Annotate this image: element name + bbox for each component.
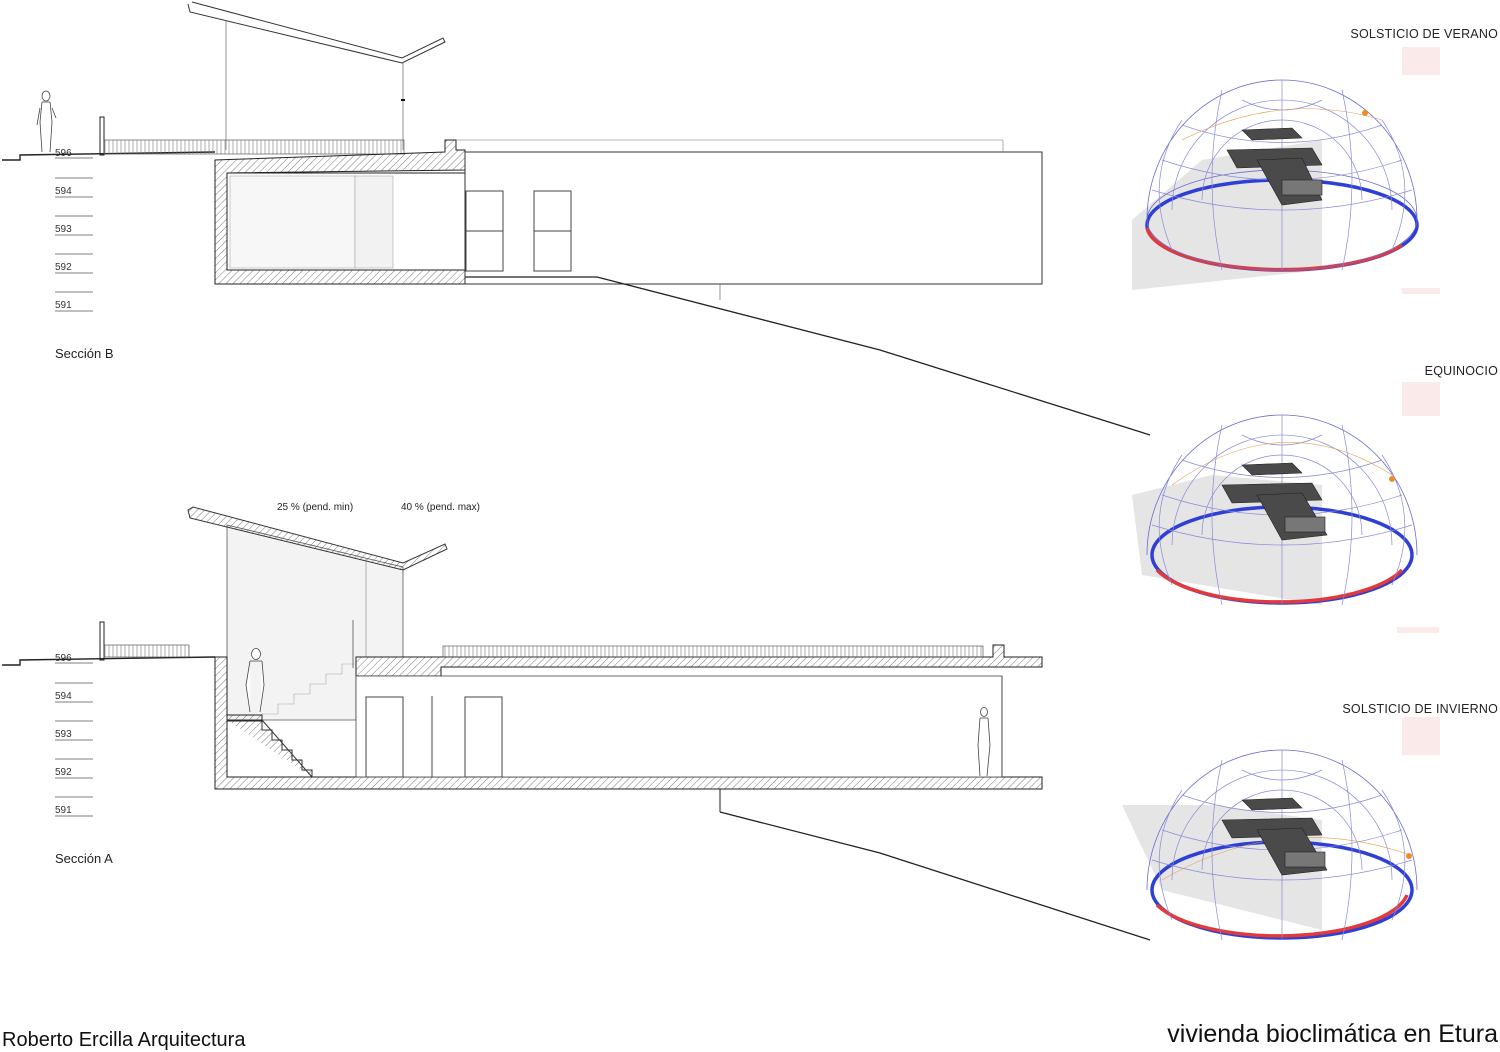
section-b-level-ticks [55,157,93,312]
section-b-title: Sección B [55,346,114,361]
section-b-terrain-slope [465,276,1151,436]
section-b-parapet-post [99,116,105,156]
section-b-level-593: 593 [55,224,72,235]
section-a-title: Sección A [55,851,113,866]
section-a-terrain-slope [719,811,1151,941]
section-a-stair [227,719,313,777]
section-a-mid-slab [226,714,263,722]
section-b-person-figure [36,90,57,153]
section-b-railing [103,139,405,155]
equinox-building [1221,462,1328,541]
footer-project-title: vivienda bioclimática en Etura [1167,1020,1498,1048]
sun-label-equinox: EQUINOCIO [1424,364,1498,378]
section-a-level-596: 596 [55,653,72,664]
section-a-level-592: 592 [55,767,72,778]
footer-author: Roberto Ercilla Arquitectura [2,1029,246,1051]
sun-label-winter: SOLSTICIO DE INVIERNO [1342,702,1498,716]
section-a-level-593: 593 [55,729,72,740]
section-b-level-594: 594 [55,186,72,197]
slope-min-label: 25 % (pend. min) [277,502,354,513]
section-a-terrain-left [2,656,216,666]
section-a-level-ticks [55,662,93,817]
section-b-main-volume [464,151,1043,285]
summer-building [1226,127,1323,206]
section-a-level-594: 594 [55,691,72,702]
section-a-drawing [2,506,1151,941]
section-a-door-2 [464,696,503,778]
section-b-roof [187,1,446,64]
section-a-person-figure-1 [245,648,265,713]
section-b-level-592: 592 [55,262,72,273]
section-a-green-roof [442,645,984,658]
section-a-railing [103,644,190,658]
section-a-door-1 [365,696,404,778]
section-a-structure [214,656,1043,790]
section-a-person-figure-2 [977,707,991,777]
section-b-drawing [2,1,1151,436]
sun-dome-winter [1122,717,1440,941]
sun-dome-summer [1132,47,1440,294]
sun-label-summer: SOLSTICIO DE VERANO [1350,27,1498,41]
section-b-level-591: 591 [55,300,72,311]
winter-building [1221,797,1328,876]
section-a-level-591: 591 [55,805,72,816]
sun-dome-equinox [1132,382,1440,633]
slope-max-label: 40 % (pend. max) [401,502,480,513]
section-b-level-596: 596 [55,148,72,159]
section-a-parapet-post [99,621,105,661]
section-a-roof [187,506,448,571]
